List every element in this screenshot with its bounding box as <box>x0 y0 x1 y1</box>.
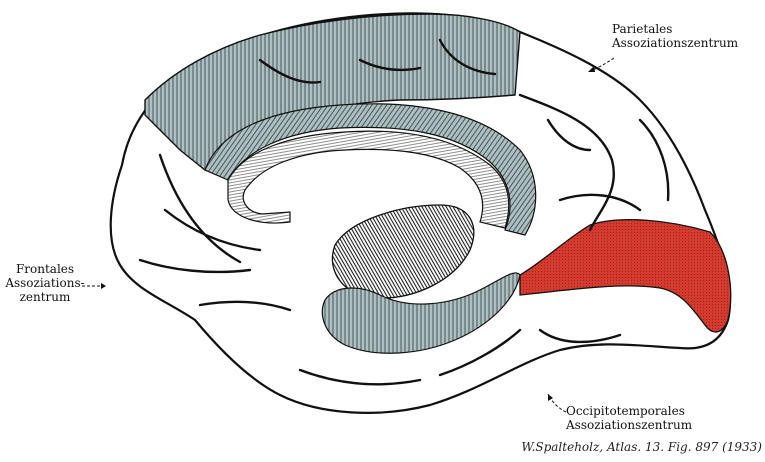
frontal-label-line2: Assoziations- <box>5 276 85 290</box>
sulci <box>138 38 670 386</box>
parietal-label-line1: Parietales <box>612 22 673 36</box>
frontal-label: Frontales Assoziations- zentrum <box>4 262 86 304</box>
corpus-callosum <box>227 130 510 229</box>
figure-credit: W.Spalteholz, Atlas. 13. Fig. 897 (1933) <box>521 440 762 454</box>
parietal-label: Parietales Assoziationszentrum <box>612 22 762 50</box>
occipitotemporal-label: Occipitotemporales Assoziationszentrum <box>566 404 716 432</box>
occipitotemporal-association-region <box>519 219 732 333</box>
arrow-heads <box>101 66 595 401</box>
occipitotemporal-arrow <box>547 393 567 413</box>
frontal-label-line1: Frontales <box>15 262 75 276</box>
cingulate-region <box>204 103 537 236</box>
occipitotemporal-label-line1: Occipitotemporales <box>566 404 685 418</box>
frontal-label-line3: zentrum <box>19 290 71 304</box>
parietal-label-line2: Assoziationszentrum <box>612 36 739 50</box>
occipitotemporal-label-line2: Assoziationszentrum <box>566 418 693 432</box>
